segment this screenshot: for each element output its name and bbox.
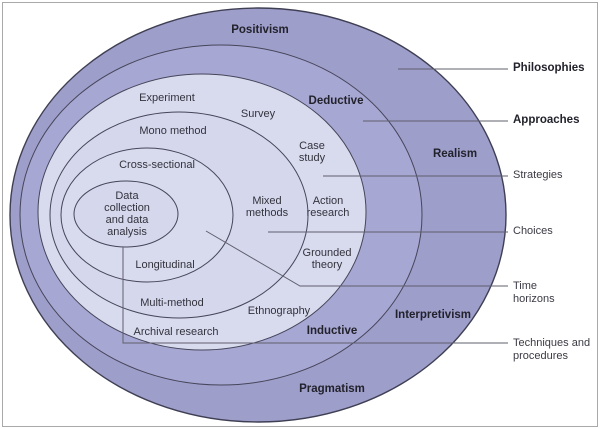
callout-label-techniques-procedures: Techniques and procedures [513, 337, 591, 362]
callout-label-philosophies: Philosophies [513, 62, 585, 74]
callout-label-time-horizons: Time horizons [513, 280, 555, 305]
callout-label-approaches: Approaches [513, 114, 580, 126]
callout-label-choices: Choices [513, 225, 553, 237]
ring-label-mixed-methods: Mixed methods [245, 195, 289, 219]
ring-label-mono-method: Mono method [139, 125, 207, 137]
ring-label-action-research: Action research [306, 195, 350, 219]
ring-label-multi-method: Multi-method [140, 297, 204, 309]
ring-label-pragmatism: Pragmatism [299, 383, 365, 395]
ring-label-cross-sectional: Cross-sectional [119, 159, 195, 171]
ring-label-experiment: Experiment [139, 92, 195, 104]
ring-label-archival-research: Archival research [133, 326, 219, 338]
core-ellipse [73, 180, 179, 248]
ring-label-ethnography: Ethnography [247, 305, 311, 317]
ring-label-longitudinal: Longitudinal [135, 259, 195, 271]
ring-label-grounded-theory: Grounded theory [302, 247, 352, 271]
ring-label-deductive: Deductive [308, 95, 364, 107]
time-horizons-callout-line [205, 230, 508, 287]
ring-label-realism: Realism [432, 148, 478, 160]
ring-label-positivism: Positivism [231, 24, 289, 36]
core-label-data-collection: Data collection and data analysis [104, 190, 150, 238]
ring-label-survey: Survey [240, 108, 276, 120]
ring-label-interpretivism: Interpretivism [394, 309, 472, 321]
callout-label-strategies: Strategies [513, 169, 563, 181]
ring-label-inductive: Inductive [306, 325, 358, 337]
ring-label-case-study: Case study [298, 140, 326, 164]
techniques-callout-line [122, 247, 508, 344]
